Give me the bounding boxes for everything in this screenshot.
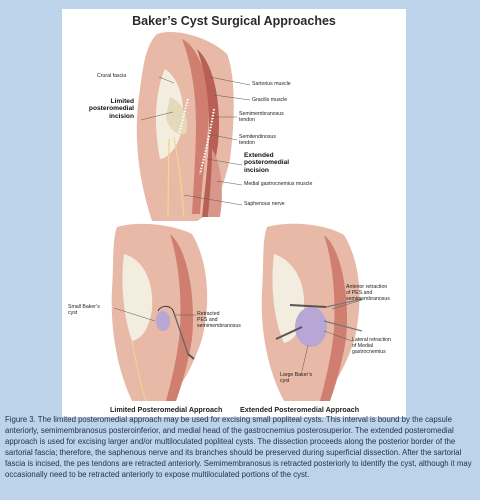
label-semimembranosus: Semimembranosus tendon (239, 111, 284, 123)
label-lateral-retraction: Lateral retraction of Medial gastrocnemi… (352, 337, 391, 355)
top-knee-illustration (136, 31, 251, 222)
label-saphenous-nerve: Saphenous nerve (244, 201, 285, 207)
label-extended-incision: Extended posteromedial incision (244, 152, 290, 174)
figure-panel: Baker’s Cyst Surgical Approaches (62, 9, 406, 417)
figure-title: Baker’s Cyst Surgical Approaches (132, 14, 336, 28)
label-small-cyst: Small Baker’s cyst (68, 304, 100, 316)
label-large-cyst: Large Baker’s cyst (280, 372, 313, 384)
label-medial-gastrocnemius: Medial gastrocnemius muscle (244, 181, 313, 187)
caption-limited-approach: Limited Posteromedial Approach (110, 405, 223, 414)
limited-approach-illustration (111, 223, 208, 402)
label-retracted-pes: Retracted PES and semimembranosus (197, 311, 241, 329)
knee-illustrations (111, 31, 363, 402)
caption-extended-approach: Extended Posteromedial Approach (240, 405, 360, 414)
label-crural-fascia: Crural fascia (97, 73, 127, 79)
label-sartorius: Sartorius muscle (252, 81, 291, 87)
label-gracilis: Gracilis muscle (252, 97, 288, 103)
label-semitendinosus: Semitendinosus tendon (239, 134, 276, 146)
extended-approach-illustration (261, 223, 363, 401)
label-limited-incision: Limited posteromedial incision (88, 98, 134, 120)
figure-caption: Figure 3. The limited posteromedial appr… (5, 415, 472, 479)
label-anterior-retraction: Anterior retraction of PES and semimembr… (346, 284, 390, 302)
